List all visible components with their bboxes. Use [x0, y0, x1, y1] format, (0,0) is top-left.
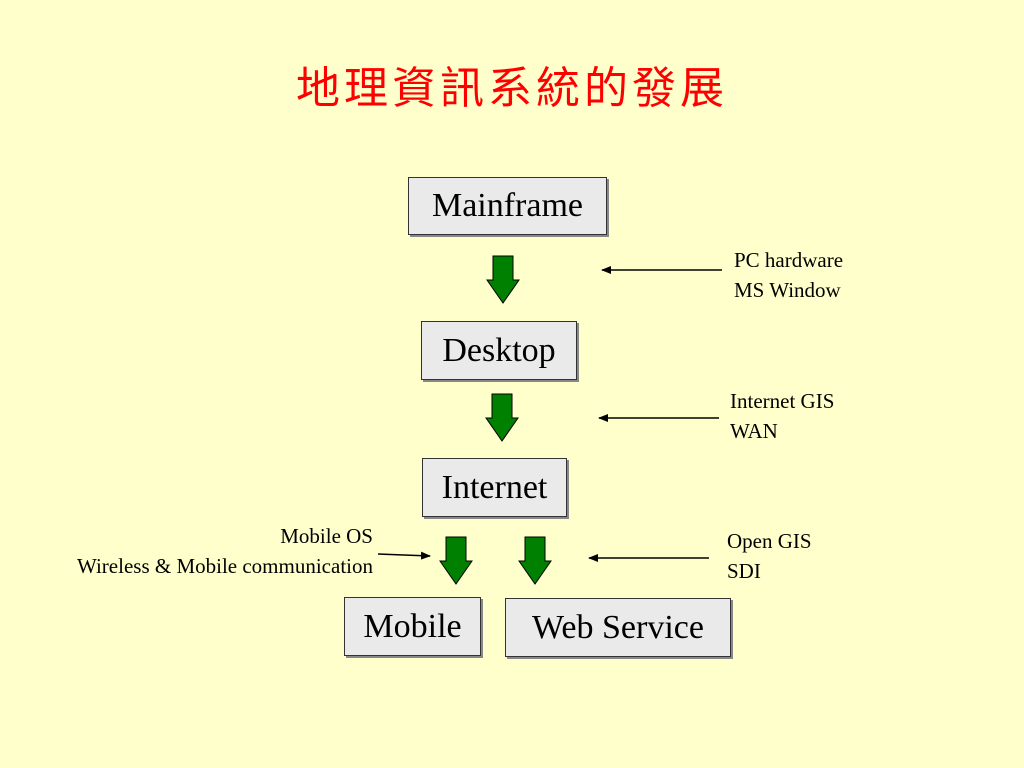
node-mobile: Mobile	[344, 597, 481, 656]
label-line: Internet GIS	[730, 389, 835, 413]
node-internet: Internet	[422, 458, 567, 517]
green-arrow-internet-web-service	[518, 536, 552, 585]
pointer-arrow-mobile-os	[377, 551, 431, 560]
green-arrow-desktop-internet	[485, 393, 519, 442]
label-line: WAN	[730, 419, 778, 443]
label-internet-gis: Internet GIS WAN	[730, 386, 834, 446]
node-mainframe: Mainframe	[408, 177, 607, 235]
green-arrow-mainframe-desktop	[486, 255, 520, 304]
label-line: Open GIS	[727, 529, 812, 553]
label-open-gis: Open GIS SDI	[727, 526, 812, 586]
green-arrow-internet-mobile	[439, 536, 473, 585]
label-line: MS Window	[734, 278, 841, 302]
page-title: 地理資訊系統的發展	[296, 63, 728, 114]
label-line: Wireless & Mobile communication	[76, 554, 373, 578]
label-line: PC hardware	[734, 248, 844, 272]
label-pc-hardware: PC hardware MS Window	[734, 245, 843, 305]
node-web-service: Web Service	[505, 598, 731, 657]
label-line: Mobile OS	[280, 524, 373, 548]
label-line: SDI	[727, 559, 761, 583]
node-desktop: Desktop	[421, 321, 577, 380]
label-mobile-os: Mobile OS Wireless & Mobile communicatio…	[0, 521, 373, 581]
